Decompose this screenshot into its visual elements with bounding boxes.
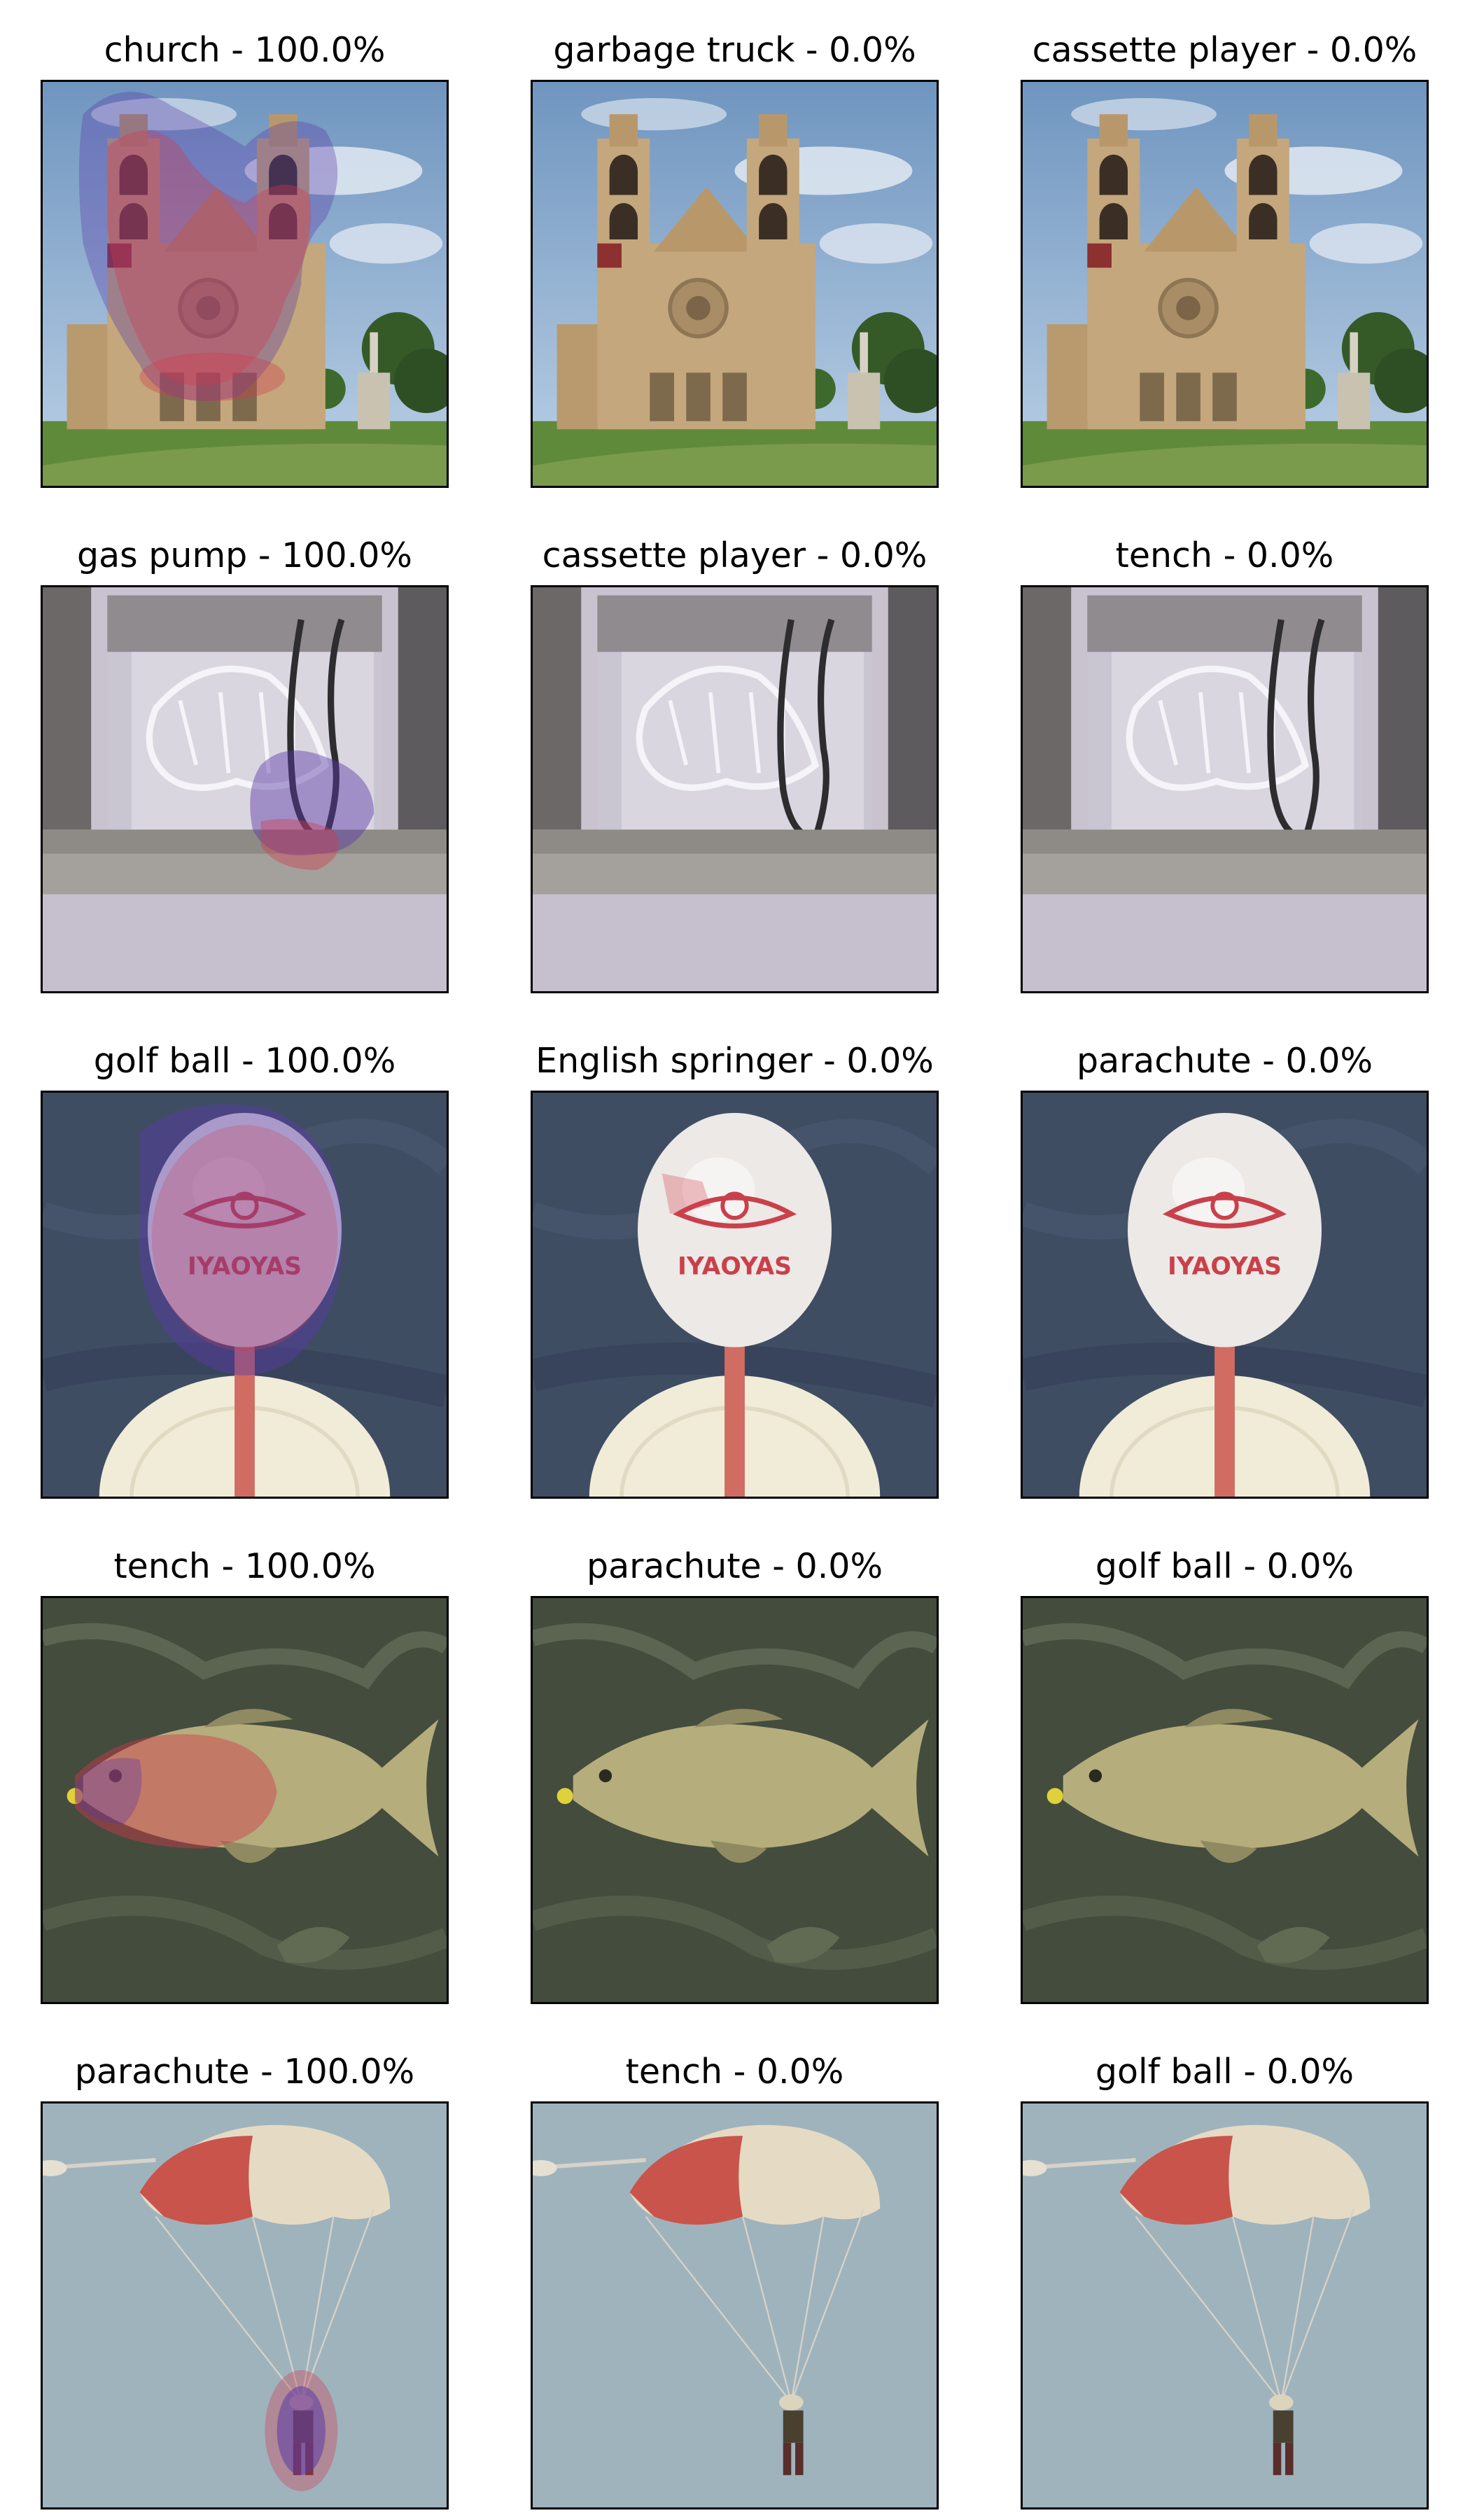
panel-title: church - 100.0% [104,30,386,70]
panel-title: gas pump - 100.0% [77,536,412,575]
parachute-image [1021,2101,1429,2510]
parachute-image [41,2101,449,2510]
panel-title: golf ball - 0.0% [1095,2052,1354,2092]
panel-title: parachute - 0.0% [1076,1041,1373,1081]
gas-pump-image [41,585,449,993]
panel-title: tench - 0.0% [625,2052,844,2092]
panel-title: tench - 0.0% [1115,536,1334,575]
gas-pump-image [1021,585,1429,993]
panel-title: parachute - 0.0% [586,1546,883,1586]
svg-text:IYAOYAS: IYAOYAS [188,1253,302,1281]
golf-ball-image: IYAOYAS [1021,1091,1429,1499]
church-image [531,80,939,488]
panel-title: golf ball - 100.0% [93,1041,396,1081]
panel-title: parachute - 100.0% [74,2052,415,2092]
panel-title: tench - 100.0% [113,1546,376,1586]
golf-ball-image: IYAOYAS [531,1091,939,1499]
tench-image [531,1596,939,2004]
svg-text:IYAOYAS: IYAOYAS [678,1253,792,1281]
church-image [41,80,449,488]
panel-title: English springer - 0.0% [536,1041,934,1081]
church-image [1021,80,1429,488]
tench-image [41,1596,449,2004]
golf-ball-image: IYAOYAS [41,1091,449,1499]
panel-title: cassette player - 0.0% [1032,30,1418,70]
svg-text:IYAOYAS: IYAOYAS [1168,1253,1282,1281]
parachute-image [531,2101,939,2510]
panel-title: garbage truck - 0.0% [553,30,916,70]
panel-title: golf ball - 0.0% [1095,1546,1354,1586]
gas-pump-image [531,585,939,993]
panel-title: cassette player - 0.0% [542,536,927,575]
tench-image [1021,1596,1429,2004]
